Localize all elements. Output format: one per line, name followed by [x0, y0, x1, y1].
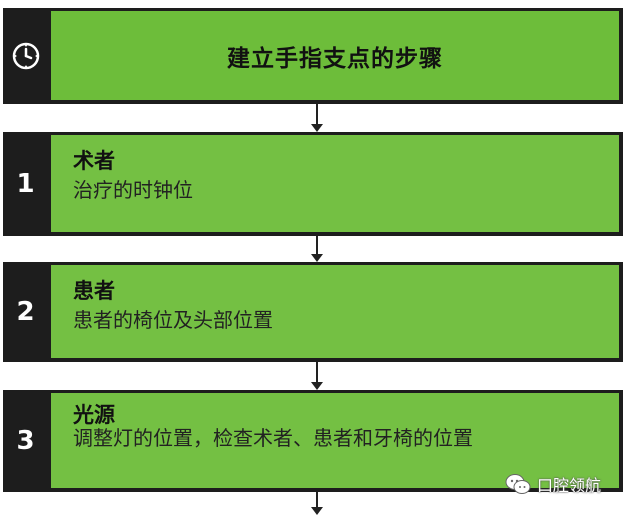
step-number: 1: [16, 169, 35, 199]
watermark-text: 口腔领航: [537, 476, 602, 495]
watermark: 口腔领航: [505, 472, 601, 496]
step-panel: 术者 治疗的时钟位: [48, 132, 623, 236]
arrow-2: [311, 236, 323, 262]
diagram-title: 建立手指支点的步骤: [227, 45, 443, 72]
step-1: 1 术者 治疗的时钟位: [3, 132, 623, 236]
arrow-1: [311, 104, 323, 132]
step-heading: 光源: [73, 403, 115, 427]
step-number: 2: [16, 297, 35, 327]
step-number-tab: 1: [3, 132, 48, 236]
header-tab: [3, 8, 48, 104]
step-description: 治疗的时钟位: [73, 178, 193, 202]
step-description: 患者的椅位及头部位置: [73, 308, 273, 332]
wechat-icon: [505, 474, 531, 494]
clock-icon: [12, 42, 39, 70]
arrow-3: [311, 362, 323, 390]
step-heading: 术者: [73, 149, 115, 173]
step-panel: 光源 调整灯的位置，检查术者、患者和牙椅的位置: [48, 390, 623, 492]
header-block: 建立手指支点的步骤: [3, 8, 623, 104]
step-number: 3: [16, 426, 35, 456]
step-panel: 患者 患者的椅位及头部位置: [48, 262, 623, 362]
step-heading: 患者: [73, 279, 115, 303]
step-2: 2 患者 患者的椅位及头部位置: [3, 262, 623, 362]
step-3: 3 光源 调整灯的位置，检查术者、患者和牙椅的位置: [3, 390, 623, 492]
step-number-tab: 3: [3, 390, 48, 492]
arrow-4: [311, 492, 323, 515]
step-description: 调整灯的位置，检查术者、患者和牙椅的位置: [73, 426, 473, 450]
step-number-tab: 2: [3, 262, 48, 362]
header-panel: 建立手指支点的步骤: [48, 8, 623, 104]
